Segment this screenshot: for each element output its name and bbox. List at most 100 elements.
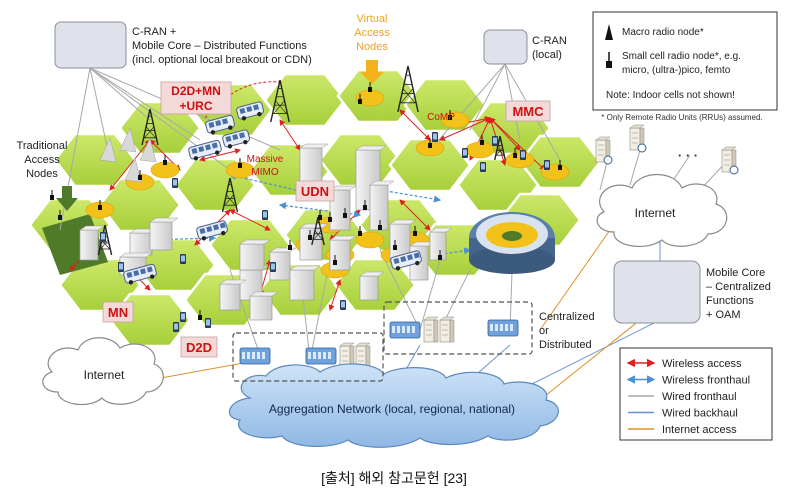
tan-line2: Access <box>24 154 60 166</box>
link-line <box>89 67 201 141</box>
cran-local-line1: C-RAN <box>532 35 567 47</box>
building <box>129 232 153 256</box>
server-ellipsis: · · · <box>678 148 698 163</box>
massive-mimo-line2: MIMO <box>251 167 278 178</box>
udn-label: UDN <box>301 184 329 199</box>
massive-mimo-line1: Massive <box>247 154 284 165</box>
small-cell-node <box>163 155 167 165</box>
legend-top: Macro radio node* Small cell radio node*… <box>592 11 778 111</box>
cran-label-line2: Mobile Core – Distributed Functions <box>132 40 307 52</box>
mobile-phone <box>205 318 211 328</box>
network-switch <box>389 321 421 339</box>
bus <box>236 101 265 121</box>
wireless-access-link <box>399 199 431 231</box>
small-cell-node <box>308 230 312 240</box>
small-cell-radio-nodes <box>50 82 562 320</box>
small-cell-node <box>363 200 367 210</box>
legacy-antenna <box>119 127 137 153</box>
van-line1: Virtual <box>357 13 388 25</box>
small-cell-node <box>378 220 382 230</box>
building <box>329 239 351 271</box>
udn-tag: UDN <box>295 180 335 202</box>
internet-right-label: Internet <box>635 206 676 220</box>
server <box>439 316 455 343</box>
small-cell-node <box>333 255 337 265</box>
mobile-phone <box>432 132 438 142</box>
legend-note: Note: Indoor cells not shown! <box>606 90 735 101</box>
mmc-tag: MMC <box>505 100 551 122</box>
wireless-fronthaul-link <box>378 187 442 203</box>
van-line2: Access <box>354 27 390 39</box>
cran-local-line2: (local) <box>532 49 562 61</box>
macro-tower <box>141 108 159 146</box>
internet-left-label: Internet <box>84 368 125 382</box>
building-roof <box>429 227 453 233</box>
legend-small-line2: micro, (ultra-)pico, femto <box>622 65 731 76</box>
building-roof <box>239 239 271 245</box>
mobile-phone <box>100 232 106 242</box>
small-cell-node <box>358 94 362 104</box>
bus <box>196 220 228 241</box>
building <box>149 221 173 251</box>
macro-tower <box>494 135 506 161</box>
server <box>721 146 737 173</box>
small-cell-node <box>358 226 362 236</box>
bus <box>123 263 157 285</box>
mobile-phone <box>172 178 178 188</box>
small-cell-node <box>438 250 442 260</box>
link-line <box>379 249 421 331</box>
mobile-phone <box>462 148 468 158</box>
massive-mimo-tag: Massive MIMO <box>247 154 284 178</box>
mn-tag: MN <box>102 301 134 323</box>
mobile-phone <box>262 210 268 220</box>
legacy-antenna <box>99 137 117 163</box>
mcc-line1: Mobile Core <box>706 267 765 279</box>
server <box>423 316 439 343</box>
building <box>369 184 389 231</box>
small-cell-node <box>343 208 347 218</box>
centralized-or-distributed-group <box>383 301 533 355</box>
mobile-phone <box>520 150 526 160</box>
figure-caption: [출처] 해외 참고문헌 [23] <box>321 470 467 486</box>
mobile-phone <box>180 254 186 264</box>
cran-mobile-core-label: C-RAN + Mobile Core – Distributed Functi… <box>132 26 312 66</box>
cran-label-line1: C-RAN + <box>132 26 176 38</box>
mobile-phone <box>173 322 179 332</box>
legend-label: Wired fronthaul <box>662 391 737 403</box>
mcc-line2: – Centralized <box>706 281 771 293</box>
d2d-label: D2D <box>186 340 212 355</box>
macro-tower <box>270 79 290 123</box>
macro-node-legend-icon <box>605 24 613 40</box>
d2d-tag: D2D <box>180 336 218 358</box>
cran-local-label: C-RAN (local) <box>532 35 567 61</box>
legend-small-line1: Small cell radio node*, e.g. <box>622 51 741 62</box>
cran-distributed-box <box>54 21 127 69</box>
building-roof <box>355 145 387 151</box>
mobile-core-central-label: Mobile Core – Centralized Functions + OA… <box>706 267 771 321</box>
bus <box>188 139 222 161</box>
macro-tower <box>397 65 419 113</box>
building-roof <box>289 265 321 271</box>
bus <box>222 129 251 149</box>
macro-radio-nodes <box>97 65 506 256</box>
internet-cloud-right: Internet <box>596 174 728 247</box>
cod-line1: Centralized <box>539 311 595 323</box>
building <box>219 283 241 311</box>
link-line <box>539 229 611 331</box>
small-cell-node <box>480 135 484 145</box>
building-roof <box>299 223 329 229</box>
macro-tower <box>311 216 325 246</box>
small-cell-node <box>413 226 417 236</box>
link-line <box>629 149 641 186</box>
virtual-access-nodes-label: Virtual Access Nodes <box>354 13 390 53</box>
local-aggregation-group <box>232 332 384 382</box>
legend-row: Wired fronthaul <box>628 391 737 403</box>
building <box>299 227 323 261</box>
legend-macro-label: Macro radio node* <box>622 27 704 38</box>
d2d-mn-urc-line2: +URC <box>179 99 212 113</box>
mmc-label: MMC <box>512 104 544 119</box>
small-cell-node <box>138 170 142 180</box>
small-cell-node <box>558 160 562 170</box>
small-cell-node <box>368 82 372 92</box>
